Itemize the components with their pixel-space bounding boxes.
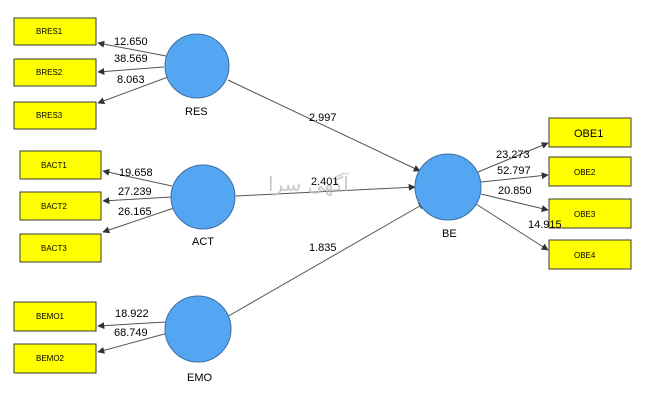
indicator-label: BRES1 [36,27,63,36]
loading-bact2: 27.239 [118,186,152,198]
indicator-bres3[interactable]: BRES3 [13,101,97,130]
edge-act-bact2 [102,196,172,205]
indicator-label: BACT3 [41,244,67,253]
indicator-bact3[interactable]: BACT3 [19,233,102,263]
construct-label: RES [185,106,208,118]
path-coef-act-be: 2.401 [311,176,339,188]
loading-obe3: 20.850 [498,185,532,197]
loading-obe4: 14.915 [528,219,562,231]
edge-be-obe1 [477,142,549,173]
indicator-bact2[interactable]: BACT2 [19,191,102,221]
indicator-label: OBE4 [574,251,596,260]
construct-res[interactable]: RES [164,33,230,118]
loading-bres1: 12.650 [114,36,148,48]
indicator-obe3[interactable]: OBE3 [548,198,632,229]
indicator-bemo1[interactable]: BEMO1 [13,301,97,332]
edge-be-obe4 [475,203,549,251]
edge-act-bact1 [102,168,173,187]
loading-obe1: 23.273 [496,149,530,161]
indicator-obe1[interactable]: OBE1 [548,117,632,148]
construct-label: BE [442,228,457,240]
indicator-label: BRES2 [36,68,63,77]
indicator-label: OBE1 [574,128,603,140]
edge-act-bact3 [102,207,175,234]
loading-bemo2: 68.749 [114,327,148,339]
indicator-label: BEMO2 [36,354,65,363]
edge-res-bres2 [97,66,165,76]
loading-obe2: 52.797 [497,165,531,177]
edge-res-bres3 [97,76,169,105]
construct-label: ACT [192,236,214,248]
indicator-label: BACT2 [41,202,67,211]
edge-emo-bemo1 [97,321,167,330]
edge-be-obe2 [480,172,549,183]
edge-emo-be [224,202,426,319]
construct-act[interactable]: ACT [170,164,236,248]
indicator-label: BACT1 [41,161,67,170]
loading-bemo1: 18.922 [115,308,149,320]
edge-res-bres1 [97,40,167,57]
loading-bact1: 19.658 [119,167,153,179]
indicator-bemo2[interactable]: BEMO2 [13,343,97,374]
edge-res-be [227,79,421,172]
indicator-obe4[interactable]: OBE4 [548,239,632,270]
indicator-bres1[interactable]: BRES1 [13,17,97,46]
path-coef-emo-be: 1.835 [309,242,337,254]
indicator-bact1[interactable]: BACT1 [19,150,102,180]
indicator-label: BRES3 [36,111,63,120]
construct-be[interactable]: BE [414,153,482,240]
path-coef-res-be: 2.997 [309,112,337,124]
edge-act-be [235,183,416,197]
indicator-label: OBE2 [574,168,596,177]
indicator-obe2[interactable]: OBE2 [548,156,632,187]
construct-label: EMO [187,372,213,384]
watermark-text: آگهی سرا [268,171,350,196]
indicator-bres2[interactable]: BRES2 [13,58,97,87]
loading-bres3: 8.063 [117,74,145,86]
edge-emo-bemo2 [97,332,169,354]
loading-bres2: 38.569 [114,53,148,65]
indicator-label: OBE3 [574,210,596,219]
loading-bact3: 26.165 [118,206,152,218]
edge-be-obe3 [480,193,549,212]
indicator-label: BEMO1 [36,312,65,321]
construct-emo[interactable]: EMO [164,295,232,384]
